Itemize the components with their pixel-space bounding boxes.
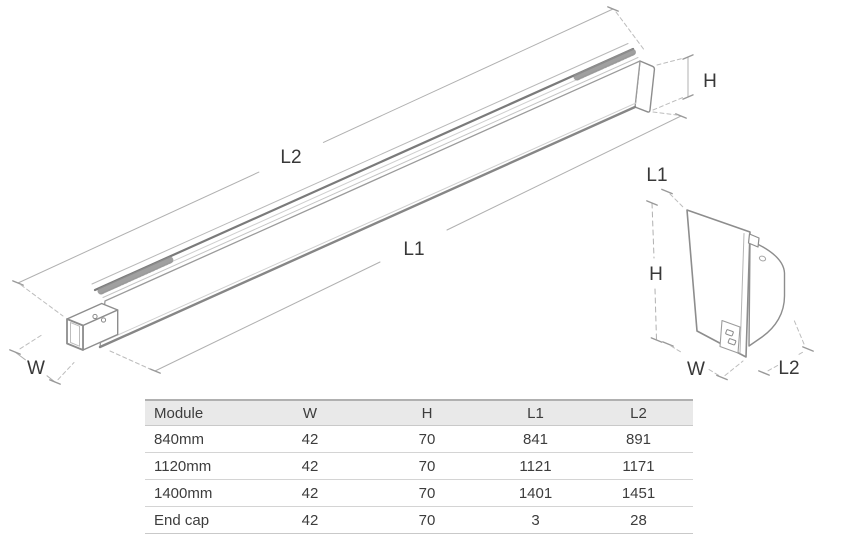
table-row: 1120mm 42 70 1121 1171	[145, 453, 693, 480]
cell-h: 70	[418, 511, 436, 529]
main-dimensions: L2 L1 H W	[9, 6, 717, 385]
cap-hole	[758, 255, 767, 262]
table-header-row: Module W H L1 L2	[145, 399, 693, 426]
end-cap-dimensions: L1 H W L2	[646, 165, 814, 381]
cap-label-mark	[725, 329, 734, 337]
end-cap-body	[748, 239, 786, 347]
table-row: 840mm 42 70 841 891	[145, 426, 693, 453]
dim-label-l1-main: L1	[403, 239, 424, 260]
cell-h: 70	[418, 484, 436, 502]
dim-label-w-main: W	[27, 358, 45, 379]
cell-l1: 841	[522, 430, 549, 448]
screw-icon	[100, 317, 107, 323]
cell-h: 70	[418, 430, 436, 448]
dim-label-w-cap: W	[687, 359, 705, 380]
cell-l2: 1171	[622, 457, 655, 475]
dimension-table: Module W H L1 L2 840mm 42 70 841 891 112…	[145, 399, 693, 534]
col-header-l2: L2	[630, 404, 647, 422]
cell-w: 42	[301, 511, 319, 529]
cap-label-plate	[719, 319, 741, 354]
col-header-l1: L1	[527, 404, 544, 422]
technical-drawing: L2 L1 H W	[9, 6, 814, 385]
cell-w: 42	[301, 430, 319, 448]
cell-module: End cap	[154, 511, 210, 529]
table-row: 1400mm 42 70 1401 1451	[145, 480, 693, 507]
dim-label-l1-cap: L1	[646, 165, 667, 186]
cell-w: 42	[301, 484, 319, 502]
contact-strip-right	[573, 48, 638, 81]
cell-l2: 891	[625, 430, 652, 448]
module-end-face	[634, 60, 656, 113]
dim-l2	[12, 6, 646, 317]
dim-w	[9, 334, 75, 385]
dim-label-h-cap: H	[649, 264, 663, 285]
col-header-module: Module	[154, 404, 204, 422]
cell-module: 1400mm	[154, 484, 213, 502]
dim-label-l2-main: L2	[280, 147, 301, 168]
col-header-h: H	[421, 404, 433, 422]
col-header-w: W	[302, 404, 318, 422]
dim-label-l2-cap: L2	[778, 358, 799, 379]
cap-tab	[747, 233, 760, 248]
screw-icon	[92, 313, 98, 320]
module-front-face	[99, 60, 641, 348]
cell-l1: 3	[531, 511, 540, 529]
dim-label-h-main: H	[703, 71, 717, 92]
cell-h: 70	[418, 457, 436, 475]
cell-l1: 1401	[518, 484, 553, 502]
cell-module: 1120mm	[154, 457, 212, 475]
end-cap-drawing	[686, 209, 786, 358]
cell-w: 42	[301, 457, 319, 475]
dim-h	[652, 54, 694, 111]
cap-label-mark	[727, 338, 737, 346]
end-cap-plate	[686, 209, 751, 358]
cell-l2: 1451	[621, 484, 656, 502]
contact-strip-left	[97, 256, 174, 295]
cell-module: 840mm	[154, 430, 205, 448]
linear-module-drawing	[66, 43, 656, 351]
dim-l1	[109, 111, 687, 374]
cell-l1: 1121	[519, 457, 552, 475]
feed-connector	[66, 302, 119, 351]
table-row: End cap 42 70 3 28	[145, 507, 693, 534]
cell-l2: 28	[630, 511, 647, 529]
